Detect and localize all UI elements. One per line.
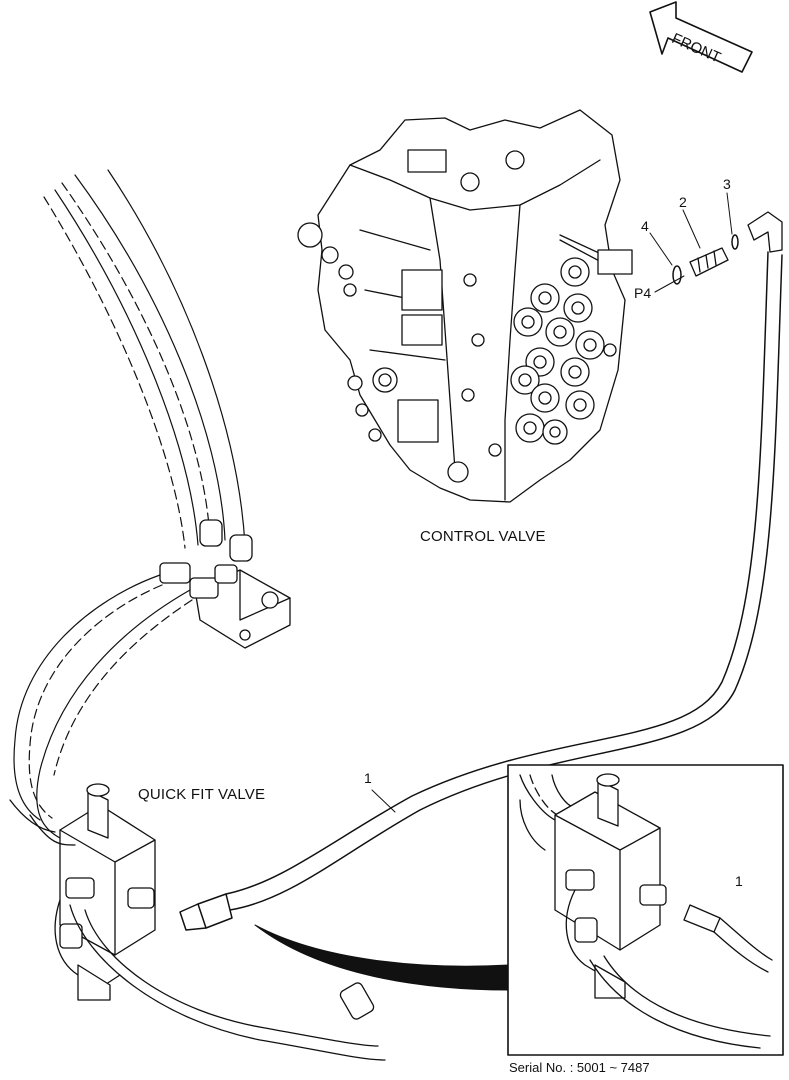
hose-elbow-fitting xyxy=(747,211,783,253)
quick-fit-valve-label: QUICK FIT VALVE xyxy=(138,786,266,803)
part-number-2: 2 xyxy=(679,194,687,210)
front-arrow-icon xyxy=(649,1,753,73)
o-ring-large xyxy=(672,265,682,285)
detail-callout-wedge xyxy=(254,924,511,991)
part-number-4: 4 xyxy=(641,218,649,234)
pilot-hoses xyxy=(43,169,246,549)
port-label: P4 xyxy=(634,285,652,301)
hose-bracket xyxy=(159,519,291,649)
quick-fit-valve-body xyxy=(9,783,386,1061)
part-number-3: 3 xyxy=(723,176,731,192)
hose-1 xyxy=(179,251,783,931)
detail-view-box xyxy=(507,764,784,1056)
part-number-1: 1 xyxy=(364,770,372,786)
serial-number: Serial No. : 5001 ~ 7487 xyxy=(509,1060,650,1075)
adapter-fitting xyxy=(689,247,729,277)
detail-part-number-1: 1 xyxy=(735,873,743,889)
control-valve-label: CONTROL VALVE xyxy=(420,528,546,545)
bracket-to-valve-hoses xyxy=(13,574,193,839)
o-ring-small xyxy=(731,234,739,250)
control-valve-fittings xyxy=(510,257,605,445)
